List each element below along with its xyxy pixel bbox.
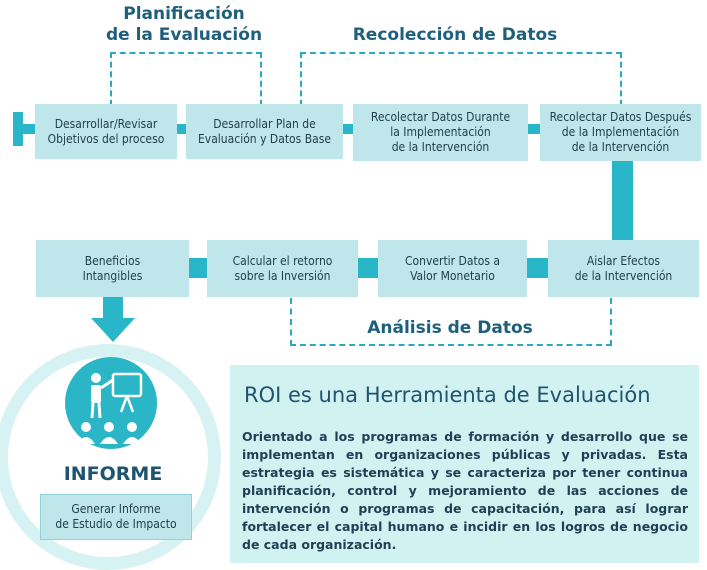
report-arrow-shaft xyxy=(103,297,123,319)
report-arrow-head xyxy=(91,318,135,342)
step-convert-monetary: Convertir Datos a Valor Monetario xyxy=(378,240,527,297)
planning-bracket xyxy=(110,52,262,106)
step-calculate-roi: Calcular el retorno sobre la Inversión xyxy=(207,240,358,297)
analysis-bracket xyxy=(290,298,612,346)
info-title: ROI es una Herramienta de Evaluación xyxy=(244,383,651,407)
step-collect-after: Recolectar Datos Después de la Implement… xyxy=(540,104,701,161)
report-title: INFORME xyxy=(63,463,163,485)
collection-bracket xyxy=(300,52,622,106)
step-develop-objectives: Desarrollar/Revisar Objetivos del proces… xyxy=(35,104,177,159)
info-panel: ROI es una Herramienta de Evaluación Ori… xyxy=(230,365,699,563)
report-box: Generar Informe de Estudio de Impacto xyxy=(40,494,192,540)
right-vertical-line xyxy=(612,150,633,240)
presentation-icon xyxy=(59,356,164,451)
step-collect-during: Recolectar Datos Durante la Implementaci… xyxy=(353,104,528,161)
planning-title: Planificación de la Evaluación xyxy=(88,4,280,46)
collection-title: Recolección de Datos xyxy=(340,25,570,46)
step-develop-plan: Desarrollar Plan de Evaluación y Datos B… xyxy=(186,104,343,159)
info-text: Orientado a los programas de formación y… xyxy=(242,429,688,552)
step-isolate-effects: Aislar Efectos de la Intervención xyxy=(548,240,699,297)
analysis-title: Análisis de Datos xyxy=(358,318,542,339)
step-intangible-benefits: Beneficios Intangibles xyxy=(36,240,189,297)
start-marker xyxy=(13,112,23,146)
